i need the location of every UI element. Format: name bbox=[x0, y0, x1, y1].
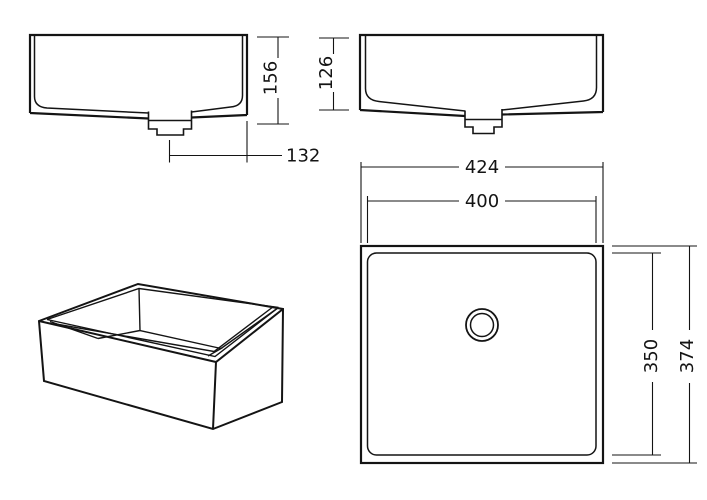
iso-near-rim-edges bbox=[38, 308, 284, 430]
dim-outer-depth-label: 374 bbox=[677, 339, 698, 373]
iso-outer-silhouette bbox=[37, 282, 285, 431]
dim-outer-width: 424 bbox=[360, 157, 604, 243]
dim-drain-offset: 132 bbox=[168, 121, 320, 167]
isometric-view bbox=[37, 282, 285, 431]
plan-view bbox=[359, 244, 605, 465]
dim-outer-depth: 374 bbox=[612, 245, 698, 464]
dim-inner-depth-label: 350 bbox=[641, 339, 662, 373]
iso-rim-thickness-line bbox=[52, 305, 274, 353]
dim-front-height-lines bbox=[319, 37, 349, 111]
dim-outer-width-label: 424 bbox=[465, 157, 499, 178]
dim-inner-depth: 350 bbox=[612, 252, 662, 456]
dim-inner-width-lines bbox=[366, 196, 597, 243]
dim-front-height-label: 126 bbox=[316, 56, 337, 90]
iso-bowl-interior-edges bbox=[49, 288, 279, 357]
dim-drain-offset-label: 132 bbox=[286, 146, 320, 167]
left-elevation-view bbox=[28, 33, 249, 136]
dim-inner-width-label: 400 bbox=[465, 191, 499, 212]
front-elevation-drain bbox=[464, 109, 503, 135]
dim-outer-depth-lines bbox=[612, 245, 697, 464]
front-elevation-inner-bowl bbox=[364, 35, 598, 112]
dim-inner-width: 400 bbox=[366, 191, 597, 243]
front-elevation-outline bbox=[358, 33, 605, 118]
iso-rim-inner-edge bbox=[46, 287, 279, 358]
plan-inner-rect bbox=[366, 252, 597, 456]
left-elevation-drain bbox=[147, 110, 193, 136]
left-elevation-inner-bowl bbox=[33, 35, 244, 114]
plan-drain-inner-circle bbox=[469, 312, 495, 338]
dim-left-height: 156 bbox=[257, 36, 289, 125]
dim-inner-depth-lines bbox=[612, 252, 661, 456]
dim-left-height-lines bbox=[257, 36, 289, 125]
dim-front-height: 126 bbox=[316, 37, 349, 111]
dim-drain-offset-lines bbox=[168, 121, 282, 163]
left-elevation-outline bbox=[28, 33, 249, 120]
front-elevation-view bbox=[358, 33, 605, 135]
dim-left-height-label: 156 bbox=[261, 61, 282, 95]
dim-outer-width-lines bbox=[360, 162, 604, 243]
plan-outer-rect bbox=[359, 244, 605, 465]
plan-drain-outer-circle bbox=[465, 308, 499, 342]
